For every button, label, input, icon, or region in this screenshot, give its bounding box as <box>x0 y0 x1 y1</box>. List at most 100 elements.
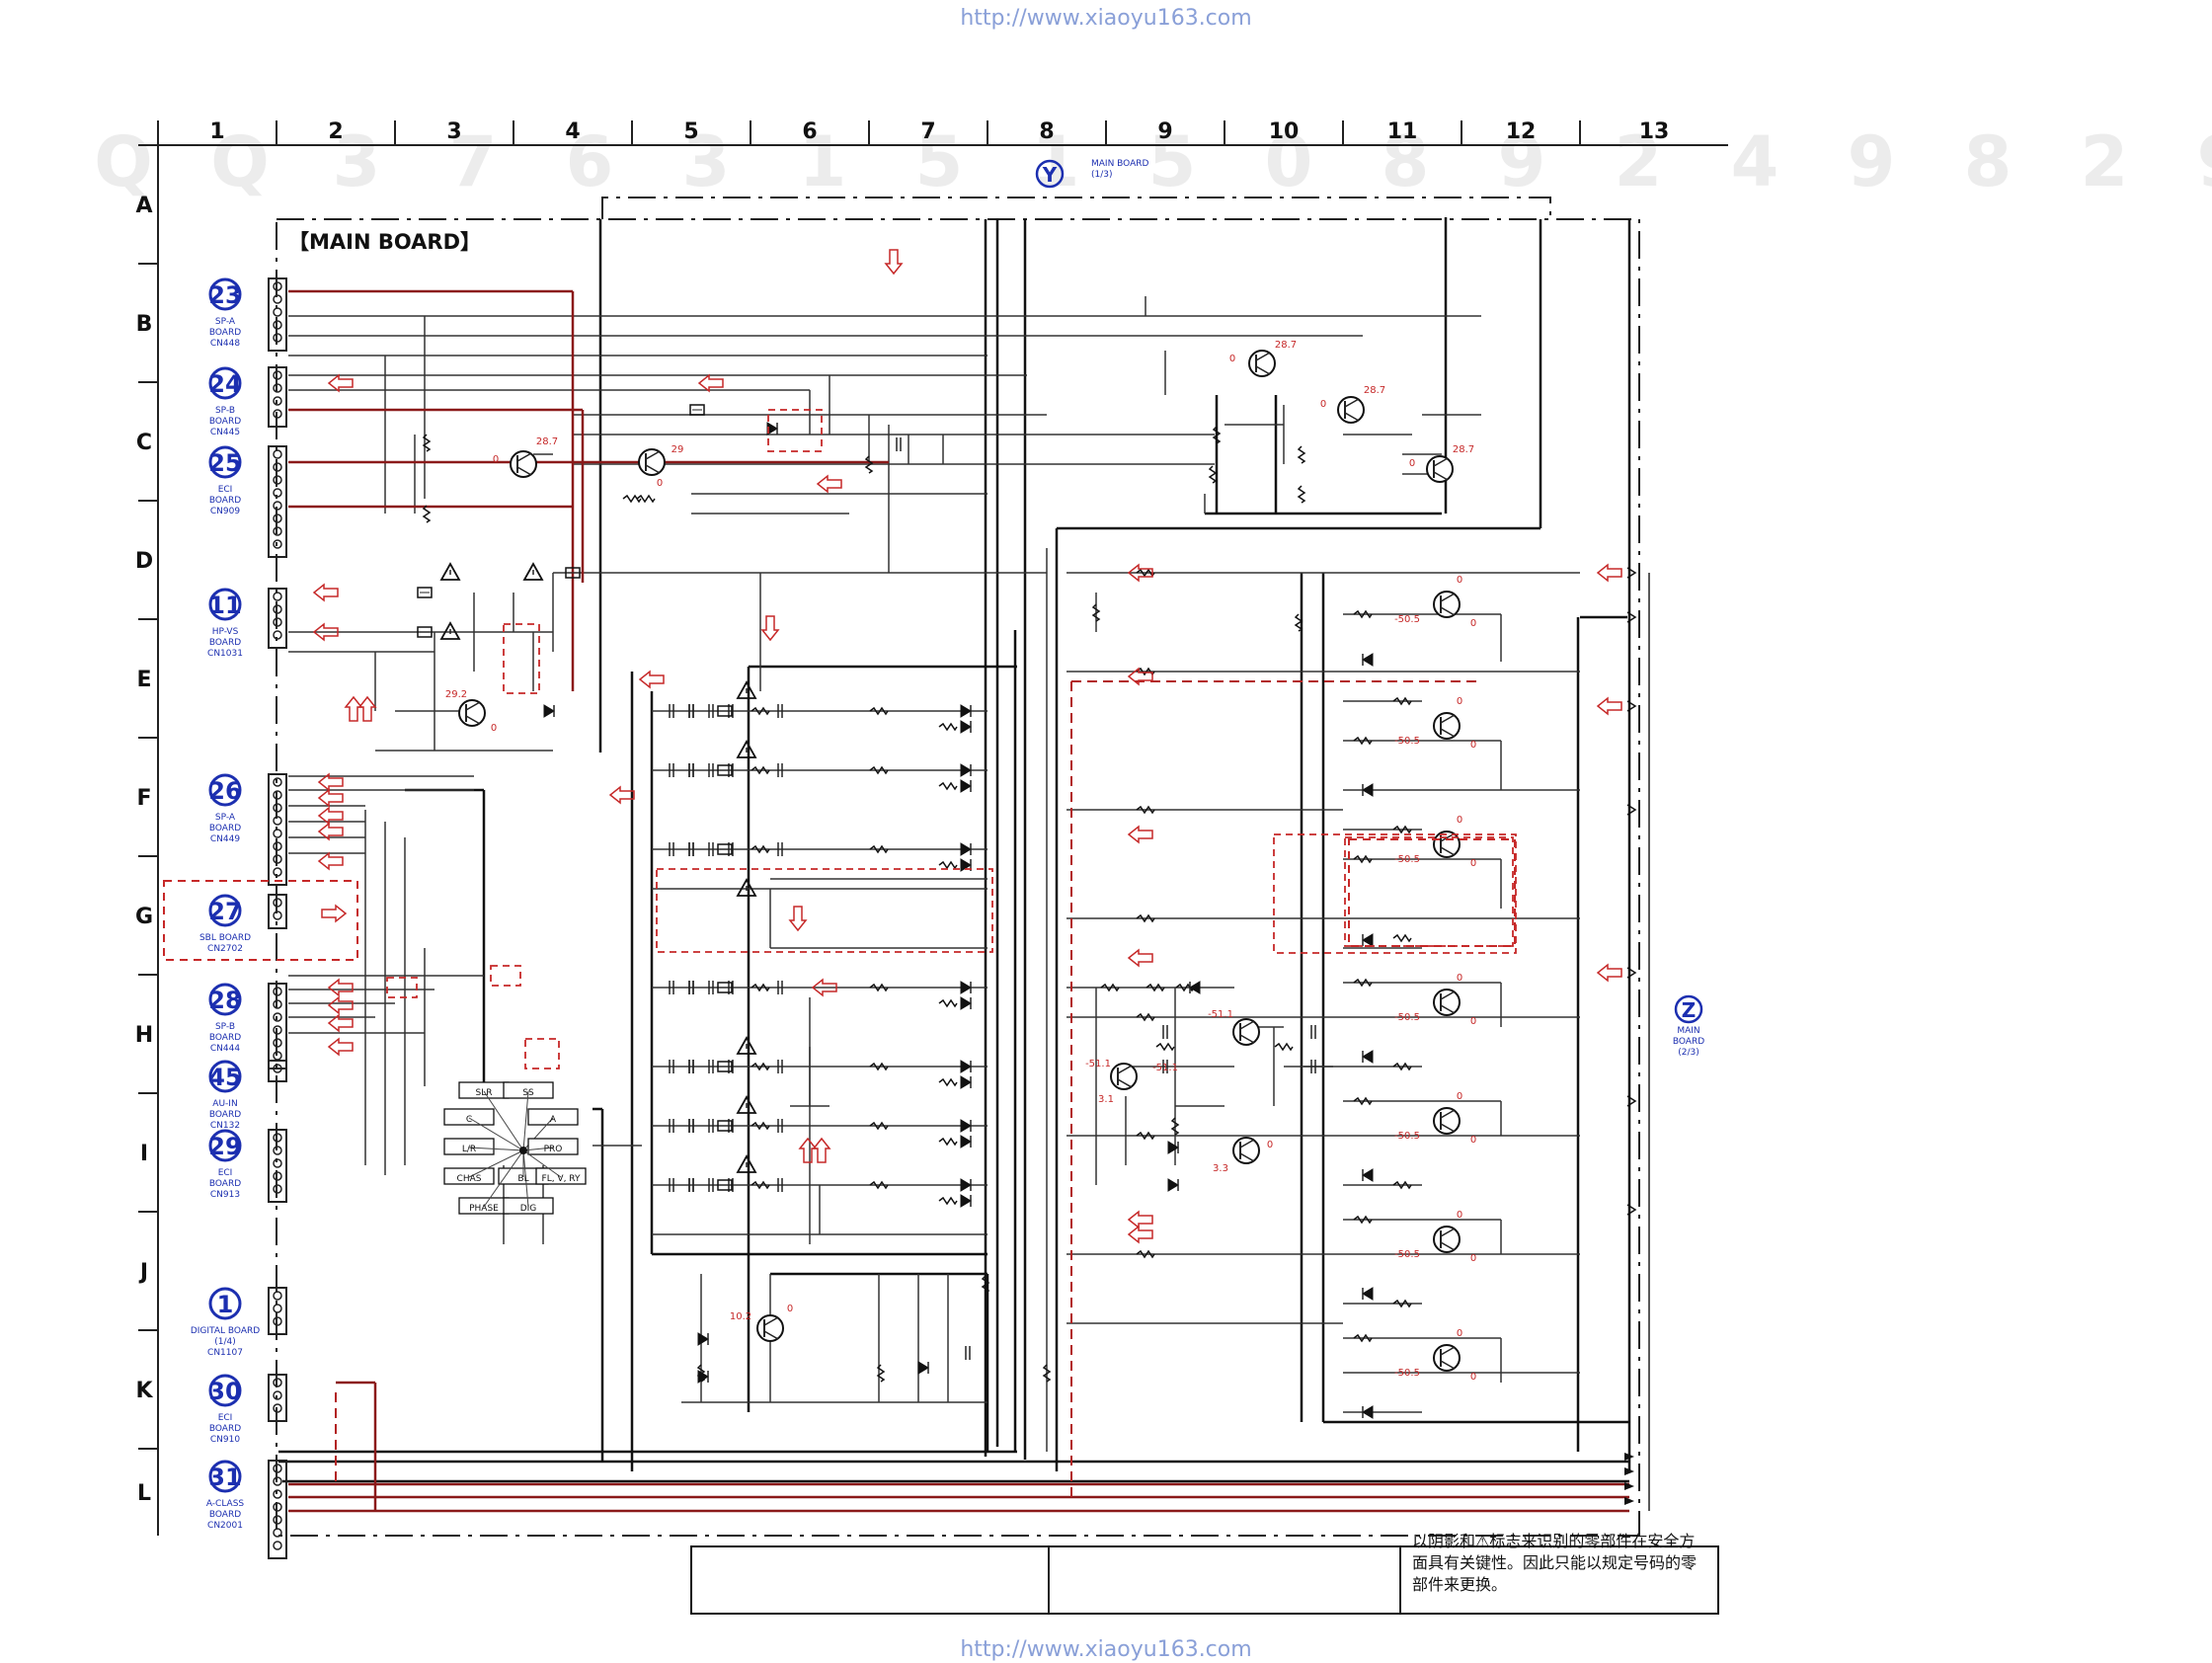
signal-arrow <box>317 806 344 826</box>
diode <box>960 1178 972 1192</box>
connector-badge <box>208 894 242 927</box>
voltage-label: -50.5 <box>1394 1249 1420 1260</box>
selector-label: PHASE <box>469 1204 499 1214</box>
connector-pin <box>273 803 282 813</box>
connector-number: 31 <box>208 1464 241 1491</box>
resistor <box>750 1180 770 1190</box>
connector-text: SP-B <box>215 1022 235 1032</box>
connector-pin <box>273 1304 282 1313</box>
signal-arrow-shape <box>1127 563 1153 583</box>
voltage-label: 28.7 <box>536 436 558 447</box>
resistor <box>981 1275 990 1294</box>
connector-pin <box>273 777 282 787</box>
row-label-D: D <box>135 549 153 574</box>
wiring <box>276 197 1640 1537</box>
voltage-label: 0 <box>1457 1210 1462 1221</box>
selector-tab <box>527 1108 579 1126</box>
connector-text: SP-A <box>215 813 236 823</box>
fuse-resistor <box>717 1179 733 1191</box>
voltage-label: 0 <box>1470 618 1476 629</box>
row-label-A: A <box>135 194 152 218</box>
resistor <box>750 983 770 992</box>
signal-arrow-shape <box>760 615 780 642</box>
signal-arrow <box>788 906 808 932</box>
selector-tab <box>443 1108 495 1126</box>
voltage-label: -51.1 <box>1085 1059 1111 1069</box>
resistor <box>938 1137 958 1147</box>
voltage-label: 0 <box>1409 458 1415 469</box>
connector-text: CN1107 <box>207 1348 243 1358</box>
resistor <box>1091 603 1101 622</box>
footer-url[interactable]: http://www.xiaoyu163.com <box>960 1637 1252 1662</box>
resistor <box>938 781 958 791</box>
transistor-emitter <box>1440 1241 1456 1251</box>
connector-text: BOARD <box>209 824 241 833</box>
signal-arrow <box>344 695 363 722</box>
connector-text: AU-IN <box>212 1099 237 1109</box>
diode <box>1362 1168 1374 1182</box>
connector-text: BOARD <box>209 417 241 427</box>
line-end-chevron <box>1626 1095 1637 1107</box>
voltage-label: 0 <box>787 1304 793 1314</box>
diode <box>1362 653 1374 667</box>
selector-label: CHAS <box>457 1174 482 1184</box>
connector-pin <box>273 1403 282 1413</box>
transistor-collector <box>1440 1346 1456 1356</box>
diode <box>543 704 555 718</box>
connector-text: ECI <box>218 485 233 495</box>
resistor <box>1353 854 1373 864</box>
connector-text: CN444 <box>210 1044 240 1054</box>
watermark-char: 9 <box>1848 121 1896 202</box>
voltage-label: 0 <box>1470 1016 1476 1027</box>
resistor <box>750 1062 770 1071</box>
fuse-resistor <box>717 764 733 776</box>
header-url[interactable]: http://www.xiaoyu163.com <box>960 6 1252 31</box>
resistor <box>1212 426 1222 444</box>
transistor-q-k1 <box>756 1314 784 1342</box>
connector-block <box>268 894 287 929</box>
voltage-label: 0 <box>1457 696 1462 707</box>
signal-arrow-shape <box>1127 667 1153 686</box>
watermark-char: Q <box>94 121 153 202</box>
transistor-q-c2 <box>638 448 666 476</box>
diode <box>960 1135 972 1148</box>
signal-arrow <box>812 1137 831 1163</box>
selector-spoke <box>522 1147 554 1151</box>
line-end-chevron <box>1626 967 1637 979</box>
connector-number: 1 <box>217 1291 234 1318</box>
signal-arrow <box>638 670 665 689</box>
signal-arrow <box>327 995 354 1015</box>
signal-arrow <box>327 1037 354 1057</box>
signal-arrow-shape <box>1596 563 1622 583</box>
signal-arrow <box>317 772 344 792</box>
resistor <box>1274 1042 1294 1052</box>
connector-pin <box>273 1528 282 1538</box>
diode <box>1362 1050 1374 1064</box>
connector-number: 30 <box>208 1378 241 1405</box>
row-label-H: H <box>135 1023 153 1048</box>
connector-text: BOARD <box>209 496 241 506</box>
connector-pin <box>273 1184 282 1194</box>
row-label-K: K <box>135 1379 153 1403</box>
connector-pin <box>273 294 282 304</box>
connector-pin <box>273 539 282 549</box>
selector-spoke <box>522 1090 529 1151</box>
warning-triangle <box>439 562 461 581</box>
voltage-label: -51.1 <box>1208 1009 1233 1020</box>
connector-number: 28 <box>208 987 241 1014</box>
voltage-label: 10.2 <box>730 1311 751 1322</box>
resistor <box>1353 736 1373 746</box>
resistor <box>622 494 642 504</box>
signal-arrow-shape <box>811 978 837 997</box>
transistor-q-top1 <box>1248 350 1276 377</box>
watermark-char: 7 <box>449 121 498 202</box>
row-label-J: J <box>138 1260 148 1285</box>
resistor <box>869 765 889 775</box>
ref-z-text: (2/3) <box>1678 1048 1699 1058</box>
col-label-1: 1 <box>209 119 224 144</box>
voltage-label: 0 <box>491 723 497 734</box>
warning-triangle <box>736 878 757 897</box>
selector-spoke <box>522 1149 529 1208</box>
signal-arrow-shape <box>317 788 344 808</box>
transistor-collector <box>1255 352 1271 361</box>
